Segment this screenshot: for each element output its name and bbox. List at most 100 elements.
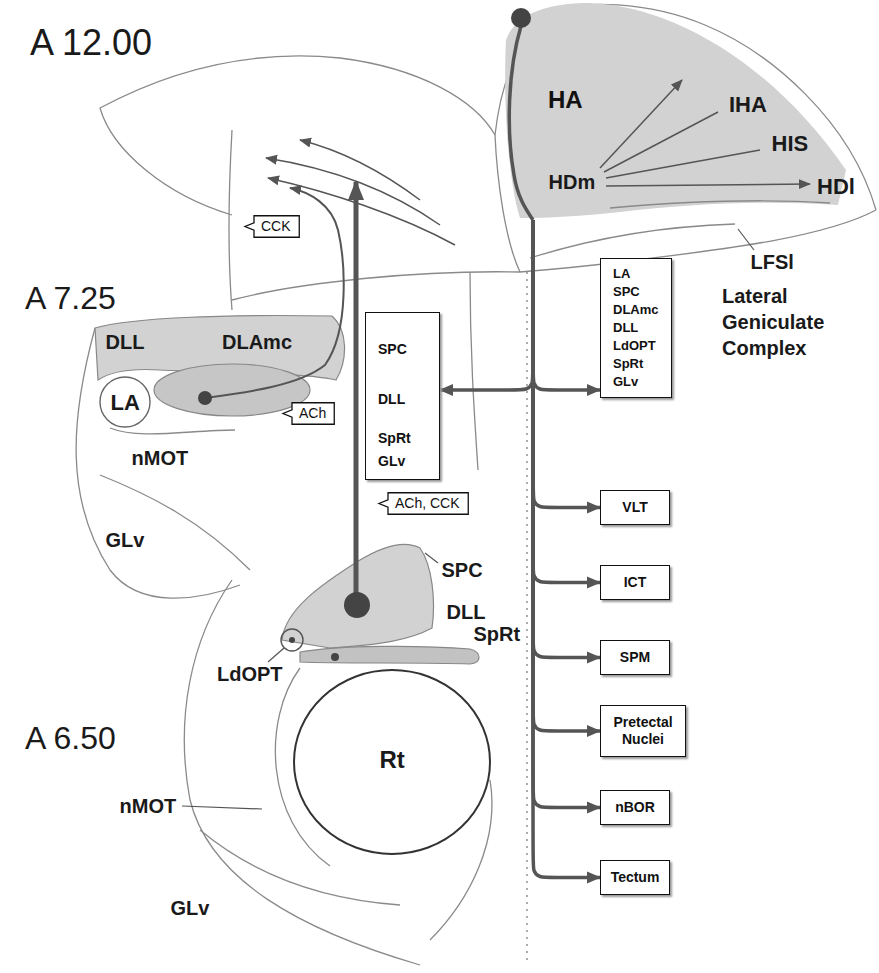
transmitter-callout: CCK — [244, 215, 300, 238]
section-outline — [470, 272, 478, 470]
leader-line — [738, 229, 754, 250]
shaded-area — [505, 3, 846, 218]
midline — [526, 272, 527, 965]
target-box: Tectum — [600, 860, 670, 895]
target-name: ICT — [609, 574, 661, 591]
target-box: Pretectal Nuclei — [600, 705, 686, 757]
transmitter-callout: ACh, CCK — [378, 492, 469, 515]
section-outline — [520, 210, 876, 272]
target-box: nBOR — [600, 790, 670, 825]
target-name: VLT — [609, 499, 661, 516]
region-label: Rt — [380, 746, 405, 774]
nucleus-outline — [294, 670, 490, 854]
target-name: LdOPT — [613, 337, 659, 355]
projection-arrow — [533, 220, 600, 508]
transmitter-name: CCK — [261, 218, 291, 235]
section-outline — [232, 272, 520, 300]
region-label: SPC — [442, 559, 483, 582]
region-label: nMOT — [132, 447, 189, 470]
neuron-soma — [198, 391, 212, 405]
leader-line — [182, 806, 262, 809]
region-label: DLL — [447, 601, 486, 624]
fiber-line — [606, 150, 760, 178]
projection-arrow — [440, 220, 533, 390]
section-outline — [100, 475, 250, 570]
group-label: Lateral Geniculate Complex — [722, 283, 852, 361]
fiber-arrow — [300, 140, 420, 200]
target-box: SPM — [600, 640, 670, 675]
fiber-line — [604, 112, 718, 172]
region-label: GLv — [106, 529, 145, 552]
nucleus-outline — [100, 377, 150, 427]
target-name: nBOR — [609, 799, 661, 816]
target-name: LA — [613, 265, 659, 283]
projection-arrow — [533, 220, 600, 878]
region-label: DLL — [106, 331, 145, 354]
region-label: HDm — [549, 171, 596, 194]
region-name: HA — [548, 86, 583, 114]
target-box: VLT — [600, 490, 670, 525]
target-name: SPM — [609, 649, 661, 666]
dll-projection — [354, 182, 359, 605]
ha-axon — [509, 26, 533, 220]
transmitter-name: ACh, CCK — [395, 495, 460, 512]
dlamc-projection — [205, 188, 344, 398]
section-level: A 12.00 — [30, 22, 152, 63]
target-name: DLL — [613, 319, 659, 337]
projection-arrow — [533, 220, 600, 808]
projection-arrow — [533, 220, 600, 583]
projection-arrow — [533, 220, 600, 390]
nucleus-outline — [281, 629, 303, 651]
dll-projection — [354, 182, 359, 605]
neuron-soma — [198, 391, 370, 661]
target-name: DLAmc — [613, 301, 659, 319]
fiber-arrow — [266, 158, 440, 225]
region-label: LdOPT — [217, 663, 283, 686]
neuron-soma — [511, 8, 531, 28]
callout-border — [283, 403, 334, 425]
section-outline — [100, 56, 495, 215]
neuron-soma — [289, 637, 295, 643]
shaded-nucleus — [300, 646, 479, 664]
section-outline — [200, 830, 400, 905]
target-list-box: SPCDLLSpRtGLv — [365, 312, 440, 480]
region-label: SpRt — [474, 623, 521, 646]
projection-arrow — [533, 220, 600, 731]
target-name: Pretectal Nuclei — [609, 714, 677, 748]
target-name: Tectum — [609, 869, 661, 886]
callout-border — [379, 493, 468, 515]
target-name: SPC — [613, 283, 659, 301]
section-level: A 7.25 — [25, 280, 116, 317]
leader-line — [268, 648, 284, 662]
target-list-box: LASPCDLAmcDLLLdOPTSpRtGLv — [600, 258, 672, 398]
region-label: LFSl — [751, 251, 794, 274]
region-label: GLv — [171, 897, 210, 920]
neuron-soma — [344, 592, 370, 618]
section-outline — [229, 130, 232, 310]
region-label: nMOT — [120, 795, 177, 818]
transmitter-callout: ACh — [282, 402, 335, 425]
projection-arrow — [533, 220, 600, 658]
target-box: ICT — [600, 565, 670, 600]
section-level: A 6.50 — [25, 720, 116, 757]
region-label: LA — [111, 390, 140, 415]
section-outline — [110, 428, 235, 434]
callout-border — [245, 216, 299, 238]
target-name: GLv — [613, 373, 659, 391]
target-name: SpRt — [378, 430, 429, 446]
neuron-soma — [331, 653, 339, 661]
region-label: HIS — [772, 131, 809, 156]
transmitter-name: ACh — [299, 405, 326, 422]
midline — [526, 272, 527, 965]
section-outline — [430, 780, 492, 940]
dlamc-projection — [205, 188, 344, 398]
region-label: IHA — [729, 92, 767, 117]
lamina-line — [610, 201, 830, 208]
section-outline — [530, 224, 735, 258]
fiber-arrow — [606, 184, 810, 186]
target-name: DLL — [378, 391, 429, 407]
target-name: SpRt — [613, 355, 659, 373]
target-name: SPC — [378, 341, 429, 357]
region-label: DLAmc — [222, 331, 292, 354]
